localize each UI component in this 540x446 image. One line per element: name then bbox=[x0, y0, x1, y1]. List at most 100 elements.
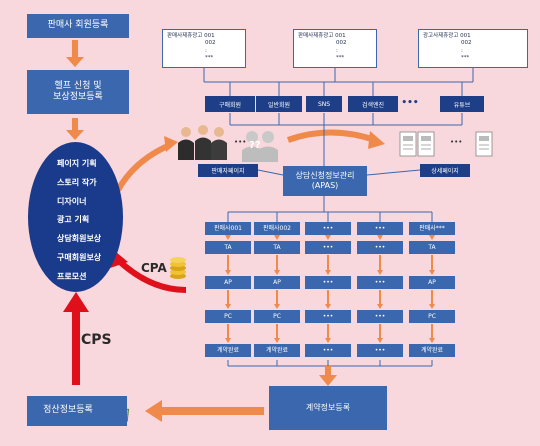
grid-arrow-head bbox=[377, 235, 383, 240]
left-down-arrow-2 bbox=[66, 118, 84, 140]
grid-arrow-head bbox=[325, 270, 331, 275]
channel-item: 검색엔진 bbox=[348, 96, 398, 112]
service-item: 프로모션 bbox=[57, 271, 87, 281]
grid-arrows bbox=[225, 235, 435, 343]
channel-item: SNS bbox=[306, 96, 342, 112]
ad-code: 002 bbox=[336, 40, 347, 47]
grid-column-header: 판매사001 bbox=[205, 222, 251, 235]
cpa-arrow bbox=[115, 257, 187, 293]
grid-cell: TA bbox=[254, 241, 300, 254]
apas-box: 상담신청정보관리 (APAS) bbox=[283, 166, 367, 196]
service-item: 상담회원보상 bbox=[57, 234, 102, 244]
channel-item: ••• bbox=[401, 98, 419, 108]
grid-arrow-head bbox=[429, 304, 435, 309]
apas-subtitle: (APAS) bbox=[311, 181, 339, 190]
cpa-label: CPA bbox=[141, 261, 167, 275]
grid-arrow-head bbox=[274, 338, 280, 343]
ad-code: *** bbox=[461, 55, 470, 62]
ad-code: : bbox=[336, 47, 338, 54]
grid-arrow-head bbox=[429, 338, 435, 343]
service-item: 광고 기획 bbox=[57, 215, 90, 225]
grid-arrow-head bbox=[225, 304, 231, 309]
grid-column-header: 판매사*** bbox=[409, 222, 455, 235]
seller-registration-box: 판매사 회원등록 bbox=[27, 14, 129, 38]
grid-cell: ••• bbox=[357, 310, 403, 323]
grid-cell: AP bbox=[254, 276, 300, 289]
unknown-marks: ?? bbox=[249, 140, 261, 151]
grid-cell: ••• bbox=[357, 344, 403, 357]
grid-cell: ••• bbox=[305, 241, 351, 254]
grid-cell: TA bbox=[205, 241, 251, 254]
docs-ellipsis: ••• bbox=[450, 138, 463, 146]
grid-cell: ••• bbox=[357, 276, 403, 289]
grid-cell: ••• bbox=[305, 276, 351, 289]
grid-cell: AP bbox=[205, 276, 251, 289]
grid-cell: 계약완료 bbox=[254, 344, 300, 357]
service-item: 구매회원보상 bbox=[57, 252, 102, 262]
grid-arrow-head bbox=[325, 338, 331, 343]
ad-code: *** bbox=[205, 55, 214, 62]
grid-arrow-head bbox=[274, 235, 280, 240]
sellers-people-icon bbox=[178, 125, 227, 160]
grid-arrow-head bbox=[377, 270, 383, 275]
channels-to-docs-arrow bbox=[286, 129, 376, 143]
grid-cell: TA bbox=[409, 241, 455, 254]
cps-up-arrow bbox=[63, 292, 89, 385]
ad-code: : bbox=[205, 47, 207, 54]
ads-connector bbox=[203, 68, 474, 367]
contract-label: 계약정보등록 bbox=[305, 403, 351, 412]
people-ellipsis: ••• bbox=[234, 138, 247, 146]
help-request-line1: 헬프 신청 및 bbox=[54, 80, 102, 91]
contract-box: 계약정보등록 bbox=[269, 386, 387, 430]
channel-item: 구매회원 bbox=[205, 96, 255, 112]
settlement-box: 정산정보등록 bbox=[27, 396, 127, 426]
ad-title: 광고사제휴광고 001 bbox=[423, 33, 471, 39]
apas-title: 상담신청정보관리 bbox=[295, 171, 355, 180]
ad-code: *** bbox=[336, 55, 345, 62]
ad-code: 002 bbox=[205, 40, 216, 47]
cps-label: CPS bbox=[81, 332, 112, 348]
grid-cell: ••• bbox=[305, 310, 351, 323]
oval-to-people-arrow bbox=[115, 142, 172, 192]
grid-arrow-head bbox=[225, 270, 231, 275]
contract-to-settlement-arrow bbox=[145, 400, 264, 422]
grid-arrow-head bbox=[274, 270, 280, 275]
grid-arrow-head bbox=[429, 235, 435, 240]
unknown-people-icon bbox=[242, 131, 278, 162]
channel-item: 유튜브 bbox=[440, 96, 484, 112]
service-item: 페이지 기획 bbox=[57, 159, 97, 168]
seller-page-label-box: 판매자페이지 bbox=[198, 164, 258, 177]
grid-cell: 계약완료 bbox=[409, 344, 455, 357]
grid-cell: ••• bbox=[305, 344, 351, 357]
grid-arrow-head bbox=[325, 235, 331, 240]
settlement-label: 정산정보등록 bbox=[43, 405, 93, 416]
seller-registration-label: 판매사 회원등록 bbox=[47, 20, 109, 31]
grid-arrow-head bbox=[225, 235, 231, 240]
grid-arrow-head bbox=[274, 304, 280, 309]
detail-pages-icon bbox=[399, 131, 493, 157]
detail-page-label: 상세페이지 bbox=[431, 168, 459, 175]
grid-column-header: ••• bbox=[305, 222, 351, 235]
grid-arrow-head bbox=[325, 304, 331, 309]
grid-arrow-head bbox=[377, 304, 383, 309]
help-request-line2: 보상정보등록 bbox=[53, 92, 103, 102]
grid-arrow-head bbox=[225, 338, 231, 343]
contract-down-arrow bbox=[319, 366, 337, 386]
service-item: 디자이너 bbox=[57, 196, 87, 206]
grid-cell: 계약완료 bbox=[205, 344, 251, 357]
ad-code: 002 bbox=[461, 40, 472, 47]
grid-arrow-head bbox=[429, 270, 435, 275]
grid-cell: ••• bbox=[357, 241, 403, 254]
grid-cell: PC bbox=[409, 310, 455, 323]
grid-column-header: 판매사002 bbox=[254, 222, 300, 235]
grid-column-header: ••• bbox=[357, 222, 403, 235]
detail-page-label-box: 상세페이지 bbox=[420, 164, 470, 177]
grid-cell: PC bbox=[254, 310, 300, 323]
grid-cell: AP bbox=[409, 276, 455, 289]
help-request-box: 헬프 신청 및 보상정보등록 bbox=[27, 70, 129, 114]
coins-icon bbox=[170, 257, 186, 279]
channel-item: 일반회원 bbox=[256, 96, 302, 112]
